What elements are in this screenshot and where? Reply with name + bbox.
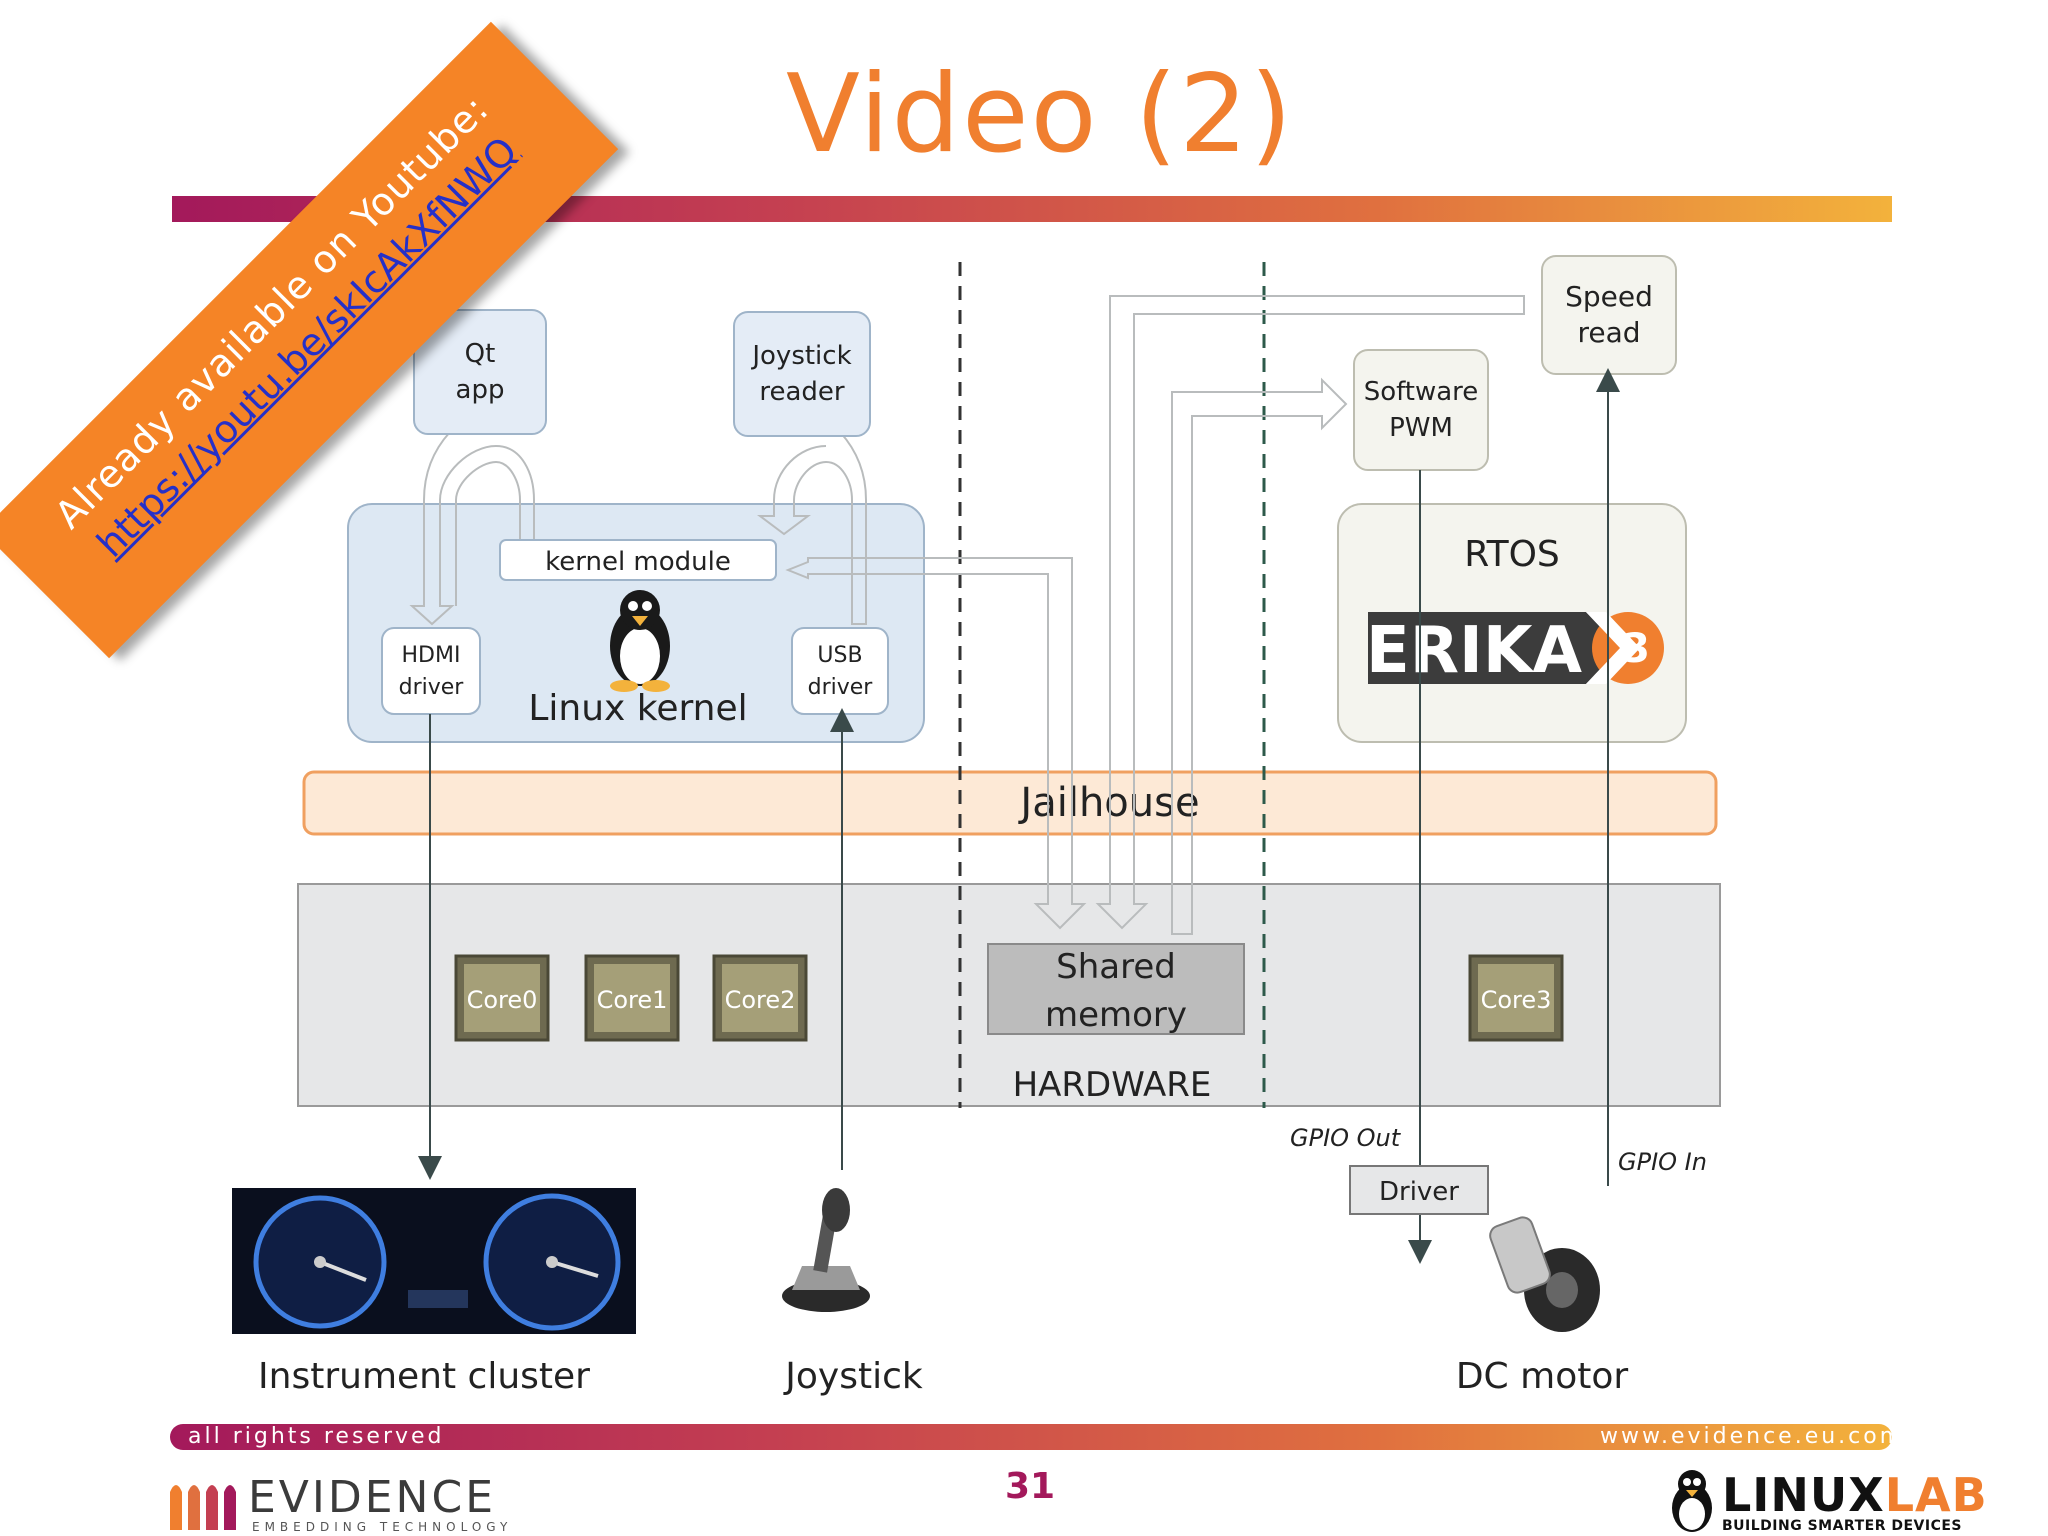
footer-rights: all rights reserved: [188, 1424, 445, 1449]
core3-chip: Core3: [1468, 954, 1564, 1042]
erika-text: ERIKA: [1366, 614, 1582, 688]
hardware-label: HARDWARE: [1013, 1065, 1212, 1105]
driver-label: Driver: [1379, 1177, 1459, 1207]
slide-title: Video (2): [786, 52, 1294, 177]
joystick-label: Joystick: [783, 1356, 923, 1397]
qt-app-line2: app: [456, 375, 505, 405]
page-number: 31: [1004, 1466, 1056, 1507]
core0-chip: Core0: [454, 954, 550, 1042]
erika-version: 3: [1622, 626, 1650, 672]
speed-read-line1: Speed: [1565, 280, 1653, 313]
shared-memory-line1: Shared: [1056, 947, 1176, 987]
joystick-reader-box: [733, 311, 871, 437]
dc-motor-label: DC motor: [1456, 1356, 1629, 1397]
usb-driver-line1: USB: [817, 643, 862, 668]
linuxlab-logo-text: LINUXLAB: [1722, 1468, 1988, 1522]
instrument-cluster-label: Instrument cluster: [258, 1356, 590, 1397]
driver-box: [1349, 1165, 1489, 1215]
instrument-cluster-image: [232, 1188, 636, 1334]
kernel-module-box: [499, 539, 777, 581]
core2-chip: Core2: [712, 954, 808, 1042]
jailhouse-bar: [302, 770, 1718, 836]
rtos-label: RTOS: [1464, 534, 1560, 575]
core2-label: Core2: [725, 986, 796, 1014]
software-pwm-line1: Software: [1364, 377, 1479, 407]
linuxlab-name-b: LAB: [1884, 1468, 1988, 1522]
tux-penguin-icon: [610, 590, 670, 692]
evidence-logo-icon: [170, 1485, 236, 1530]
core1-chip: Core1: [584, 954, 680, 1042]
linuxlab-tagline: BUILDING SMARTER DEVICES: [1722, 1518, 1962, 1534]
shared-memory-line2: memory: [1045, 995, 1187, 1035]
gpio-in-label: GPIO In: [1618, 1148, 1707, 1176]
footer-url: www.evidence.eu.com: [1600, 1424, 1905, 1449]
dc-motor-icon: [1489, 1216, 1600, 1332]
usb-driver-line2: driver: [808, 675, 874, 700]
evidence-logo-text: EVIDENCE: [248, 1472, 496, 1523]
speed-read-line2: read: [1577, 316, 1640, 349]
core1-label: Core1: [597, 986, 668, 1014]
qt-app-line1: Qt: [465, 339, 496, 369]
shared-memory-box: [987, 943, 1245, 1035]
hdmi-driver-line1: HDMI: [402, 643, 461, 668]
hdmi-driver-line2: driver: [399, 675, 465, 700]
linuxlab-penguin-icon: [1672, 1470, 1712, 1532]
linux-kernel-label: Linux kernel: [528, 688, 747, 729]
software-pwm-line2: PWM: [1389, 413, 1453, 443]
core3-label: Core3: [1481, 986, 1552, 1014]
bottom-gradient-bar: [170, 1424, 1892, 1450]
evidence-tagline: EMBEDDING TECHNOLOGY: [252, 1520, 513, 1534]
qt-app-box: [413, 309, 547, 435]
erika-logo: ERIKA 3: [1366, 612, 1664, 688]
linuxlab-name-a: LINUX: [1722, 1468, 1885, 1522]
hdmi-driver-box: [381, 627, 481, 715]
speed-read-box: [1541, 255, 1677, 375]
joystick-reader-line2: reader: [759, 377, 845, 407]
software-pwm-box: [1353, 349, 1489, 471]
joystick-icon: [782, 1188, 870, 1312]
usb-driver-box: [791, 627, 889, 715]
kernel-module-label: kernel module: [545, 547, 731, 577]
core0-label: Core0: [467, 986, 538, 1014]
joystick-reader-line1: Joystick: [750, 341, 851, 371]
gpio-out-label: GPIO Out: [1290, 1124, 1402, 1152]
